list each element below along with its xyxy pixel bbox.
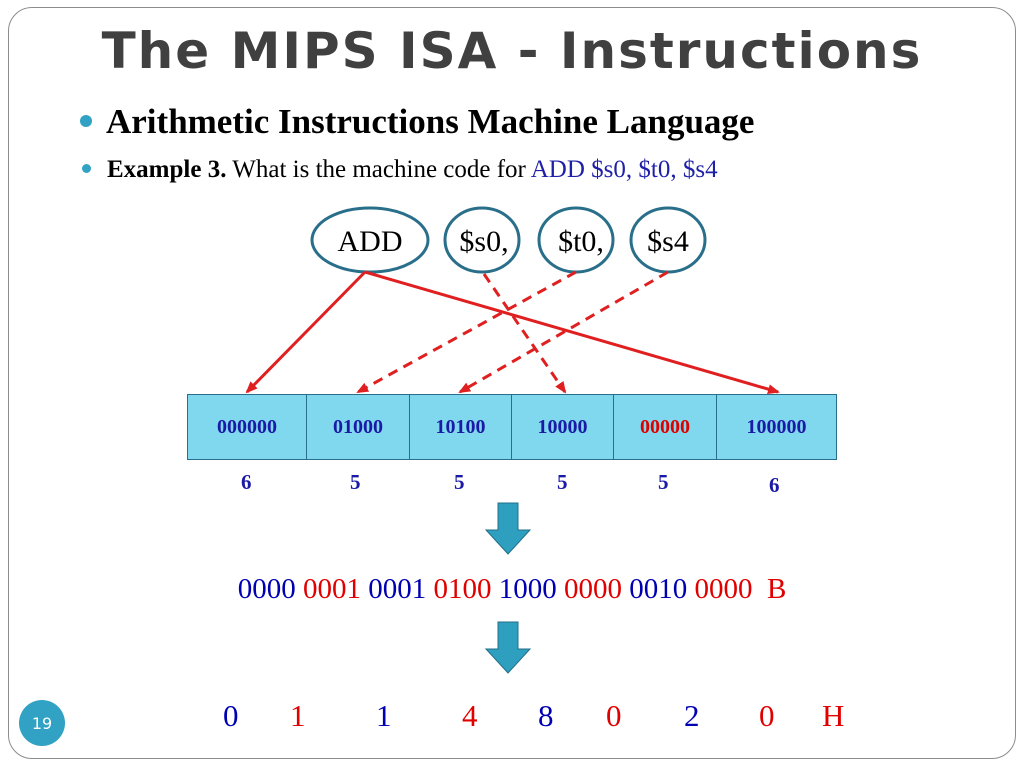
binary-group: 0010	[629, 573, 688, 605]
binary-group: 0000	[237, 573, 296, 605]
page-number: 19	[19, 700, 65, 746]
hex-suffix: H	[822, 698, 845, 733]
binary-code: 0000 0001 0001 0100 1000 0000 0010 0000 …	[0, 573, 1024, 606]
operand-s0: $s0,	[459, 225, 508, 258]
binary-group: 0100	[433, 573, 492, 605]
width-shamt: 5	[658, 470, 669, 494]
slide-title: The MIPS ISA - Instructions	[101, 22, 923, 80]
bullet-example: Example 3. What is the machine code for …	[82, 156, 718, 184]
field-rt: 10100	[410, 394, 512, 460]
arrow-add-to-funct	[364, 270, 780, 395]
binary-group: 0001	[368, 573, 427, 605]
bullet-heading: Arithmetic Instructions Machine Language	[80, 102, 754, 142]
field-rt-bits: 10100	[435, 415, 486, 438]
example-label: Example 3.	[107, 156, 227, 183]
field-rs: 01000	[307, 394, 410, 460]
hex-digit: 2	[684, 698, 700, 733]
hex-digit: 0	[606, 698, 622, 733]
binary-group: 0001	[302, 573, 361, 605]
hex-digit: 0	[759, 698, 775, 733]
binary-group: 1000	[498, 573, 557, 605]
operand-s4: $s4	[647, 225, 689, 258]
bullet-dot-icon	[82, 163, 91, 173]
arrow-s0-to-rd	[482, 273, 567, 394]
operand-add: ADD	[338, 225, 403, 258]
width-rt: 5	[454, 470, 465, 494]
arrow-add-to-opcode	[245, 270, 367, 394]
arrow-s4-to-rt	[458, 270, 669, 394]
field-opcode: 000000	[187, 394, 307, 460]
oval-s0	[443, 206, 521, 274]
width-opcode: 6	[241, 470, 252, 494]
width-rd: 5	[557, 470, 568, 494]
width-funct: 6	[769, 473, 780, 497]
field-opcode-bits: 000000	[217, 415, 277, 438]
field-rs-bits: 01000	[333, 415, 383, 438]
field-shamt-bits: 00000	[640, 415, 690, 438]
hex-digit: 1	[290, 698, 306, 733]
field-funct-bits: 100000	[746, 415, 807, 438]
down-arrow-icon	[484, 502, 532, 555]
arrow-t0-to-rs	[356, 270, 577, 394]
hex-digit: 0	[223, 698, 239, 733]
example-text: What is the machine code for	[226, 156, 531, 183]
instruction-fields: 000000 01000 10100 10000 00000 100000	[187, 394, 837, 460]
binary-suffix: B	[766, 573, 787, 605]
hex-digit: 4	[462, 698, 478, 733]
hex-digit: 1	[376, 698, 392, 733]
slide-frame	[8, 7, 1016, 759]
down-arrow-icon	[484, 621, 532, 674]
field-shamt: 00000	[614, 394, 717, 460]
field-rd: 10000	[512, 394, 614, 460]
operand-t0: $t0,	[558, 225, 604, 258]
bullet-dot-icon	[80, 114, 92, 127]
width-rs: 5	[350, 470, 361, 494]
field-rd-bits: 10000	[537, 415, 588, 438]
hex-digit: 8	[538, 698, 554, 733]
bullet-heading-text: Arithmetic Instructions Machine Language	[106, 102, 755, 141]
example-instruction: ADD $s0, $t0, $s4	[530, 156, 718, 183]
binary-group: 0000	[694, 573, 753, 605]
binary-group: 0000	[563, 573, 622, 605]
field-funct: 100000	[717, 394, 837, 460]
